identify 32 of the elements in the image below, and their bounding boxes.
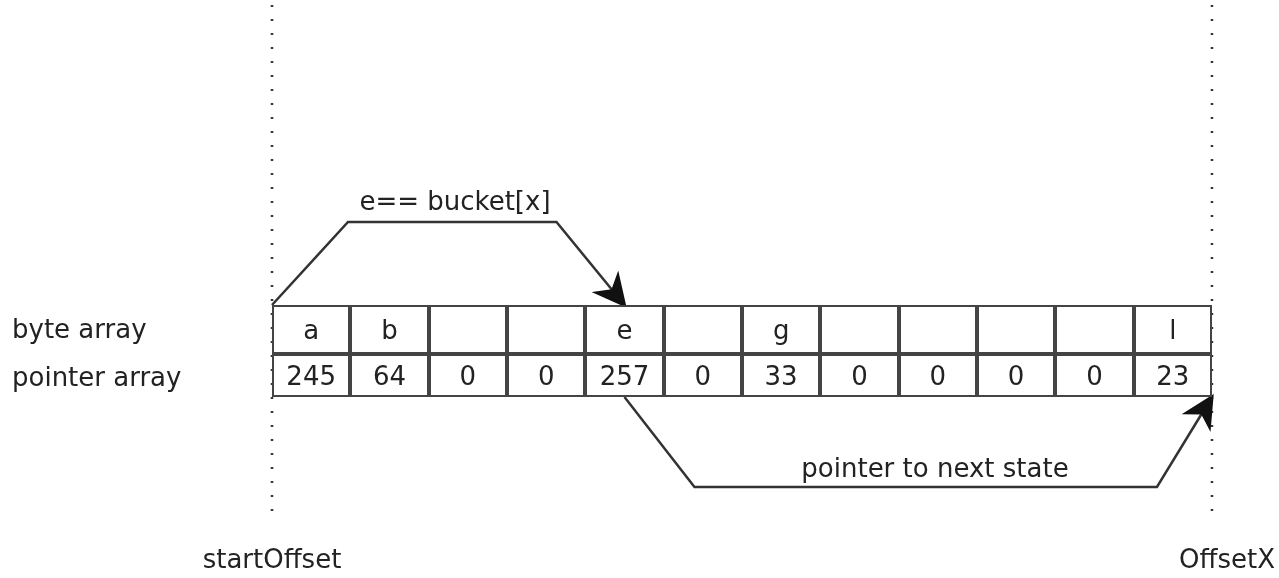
byte-cell: l — [1133, 305, 1212, 354]
pointer-cell: 0 — [1055, 354, 1134, 397]
byte-cell — [428, 305, 507, 354]
edge-label: pointer to next state — [801, 455, 1069, 481]
pointer-cell: 0 — [820, 354, 899, 397]
pointer-cell: 257 — [585, 354, 664, 397]
pointer-cell: 0 — [663, 354, 742, 397]
arrow — [271, 220, 627, 308]
byte-cell: b — [350, 305, 429, 354]
byte-cell: a — [272, 305, 351, 354]
pointer-cell: 64 — [350, 354, 429, 397]
arrow — [623, 394, 1214, 489]
row-label: byte array — [12, 316, 147, 342]
pointer-cell: 0 — [898, 354, 977, 397]
pointer-cell: 23 — [1133, 354, 1212, 397]
byte-cell: g — [741, 305, 821, 354]
pointer-cell: 33 — [741, 354, 821, 397]
pointer-cell: 0 — [976, 354, 1056, 397]
offset-label: OffsetX — [1179, 546, 1275, 572]
byte-cell — [663, 305, 742, 354]
byte-cell — [1055, 305, 1134, 354]
pointer-cell: 245 — [272, 354, 351, 397]
byte-cell: e — [585, 305, 664, 354]
offset-label: startOffset — [202, 546, 342, 572]
pointer-cell: 0 — [507, 354, 586, 397]
byte-cell — [507, 305, 586, 354]
row-label: pointer array — [12, 364, 182, 390]
byte-cell — [898, 305, 977, 354]
pointer-cell: 0 — [428, 354, 507, 397]
byte-cell — [820, 305, 899, 354]
byte-cell — [976, 305, 1056, 354]
edge-label: e== bucket[x] — [359, 188, 551, 214]
